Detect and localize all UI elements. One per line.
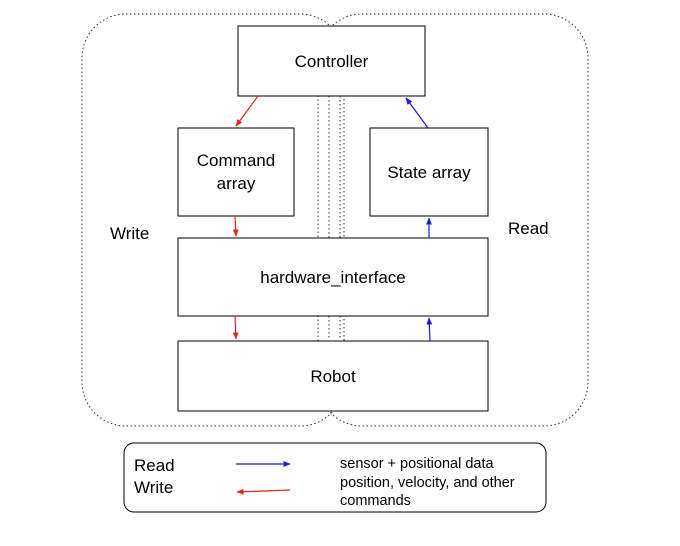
legend-box	[123, 442, 547, 513]
legend-read-description: sensor + positional data	[340, 456, 494, 472]
robot-label: Robot	[310, 366, 356, 386]
read-arrow-state-to-controller	[405, 97, 429, 129]
controller-label: Controller	[294, 51, 369, 71]
write-group-label: Write	[110, 224, 150, 243]
robot-box	[177, 340, 489, 412]
read-arrow-robot-to-hardware	[426, 317, 433, 342]
legend-read-key: Read	[134, 456, 175, 475]
legend-write-arrow	[236, 488, 291, 495]
hardware-interface-box	[177, 237, 489, 317]
controller-box	[237, 25, 426, 97]
command-array-box	[177, 127, 295, 217]
write-region	[81, 13, 345, 427]
state-array-label: State array	[387, 162, 471, 182]
legend-write-key: Write	[134, 478, 174, 497]
read-group-label: Read	[508, 219, 549, 238]
legend-write-description: position, velocity, and other commands	[340, 475, 515, 509]
read-region	[317, 13, 589, 427]
hardware-interface-label: hardware_interface	[260, 267, 406, 287]
write-arrow-command-to-hardware	[232, 215, 239, 237]
write-arrow-hardware-to-robot	[232, 315, 239, 340]
state-array-box	[369, 127, 489, 217]
command-array-label: Command array	[196, 151, 276, 193]
write-arrow-controller-to-command	[235, 95, 259, 127]
